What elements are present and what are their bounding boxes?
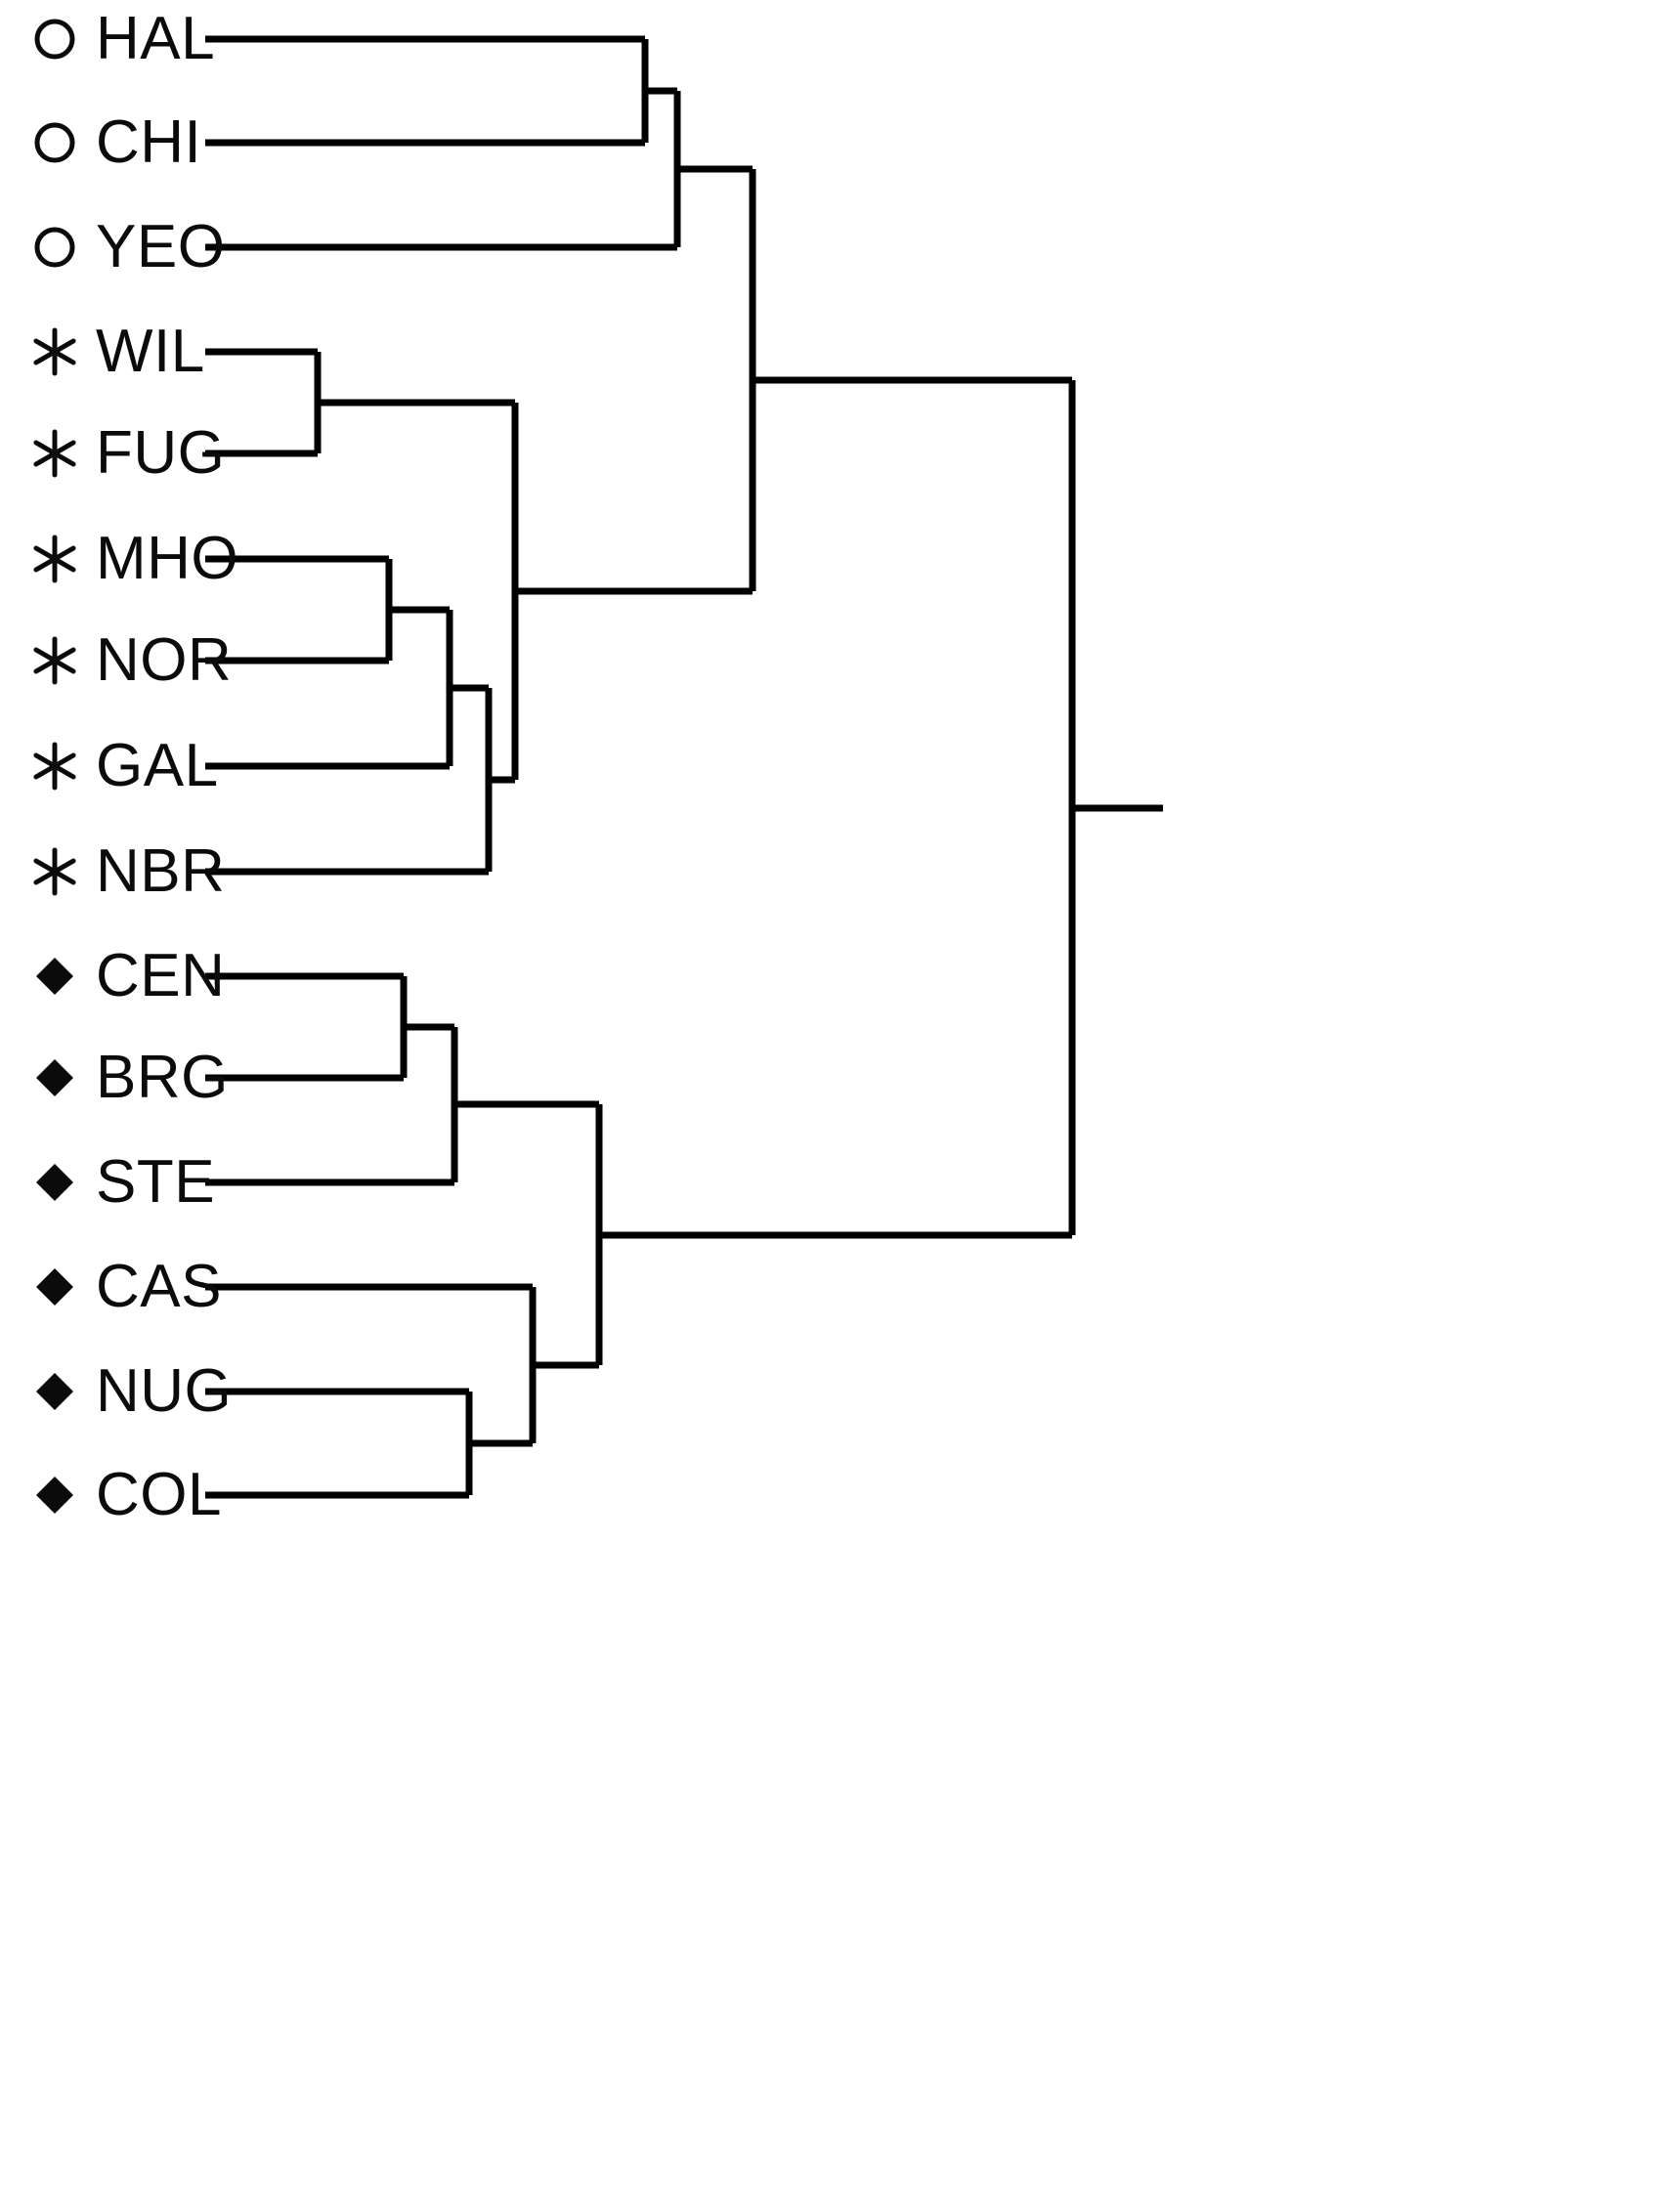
leaf-row-cas: CAS [29,1243,283,1331]
filled-diamond-icon [29,1470,80,1521]
leaf-label: CEN [96,942,226,1009]
leaf-label: BRG [96,1044,229,1111]
open-circle-icon [29,14,80,64]
asterisk-icon [29,846,80,897]
asterisk-icon [29,326,80,377]
asterisk-icon [29,534,80,584]
open-circle-icon [29,117,80,168]
leaf-label: NOR [96,626,233,694]
leaf-label: NBR [96,837,226,905]
leaf-row-gal: GAL [29,722,283,810]
leaf-row-mho: MHO [29,515,283,603]
leaf-label: FUG [96,419,226,487]
asterisk-icon [29,741,80,792]
leaf-label: WIL [96,318,205,385]
leaf-row-hal: HAL [29,0,283,83]
filled-diamond-icon [29,1262,80,1312]
leaf-row-cen: CEN [29,932,283,1020]
leaf-label: YEO [96,213,226,280]
filled-diamond-icon [29,1052,80,1103]
leaf-row-nbr: NBR [29,828,283,916]
leaf-label: GAL [96,732,219,799]
open-circle-icon [29,222,80,273]
filled-diamond-icon [29,951,80,1002]
leaf-row-nug: NUG [29,1348,283,1435]
dendrogram-link-lines [205,35,1163,1499]
leaf-label: STE [96,1148,216,1216]
leaf-row-wil: WIL [29,308,283,396]
leaf-row-brg: BRG [29,1034,283,1122]
leaf-label: COL [96,1461,222,1528]
leaf-row-fug: FUG [29,409,283,497]
leaf-label: NUG [96,1357,233,1425]
leaf-row-chi: CHI [29,99,283,187]
asterisk-icon [29,635,80,686]
filled-diamond-icon [29,1366,80,1417]
filled-diamond-icon [29,1157,80,1208]
leaf-row-ste: STE [29,1138,283,1226]
leaf-row-col: COL [29,1451,283,1539]
leaf-label: CHI [96,108,202,176]
leaf-label: CAS [96,1253,222,1320]
leaf-label: HAL [96,5,216,72]
asterisk-icon [29,428,80,479]
leaf-row-yeo: YEO [29,203,283,291]
leaf-label: MHO [96,525,239,592]
leaf-row-nor: NOR [29,617,283,705]
